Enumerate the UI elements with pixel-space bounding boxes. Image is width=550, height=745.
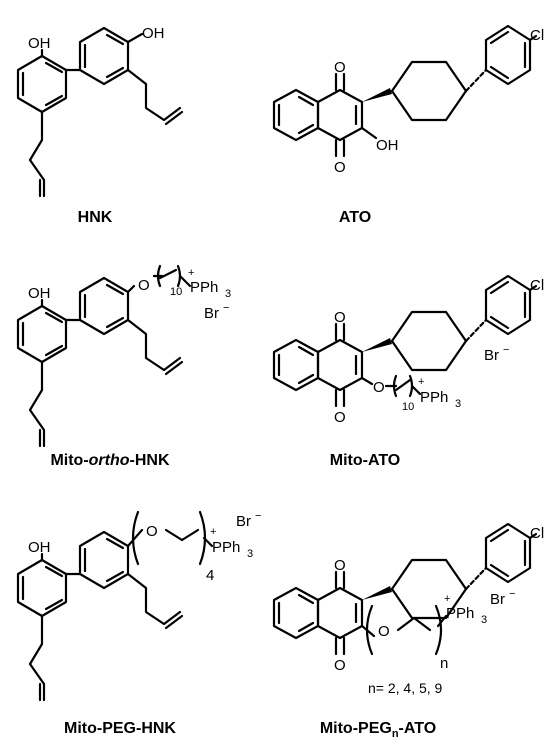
mito-pegn-ato-n-values: n= 2, 4, 5, 9 (368, 680, 443, 696)
mito-peg-hnk-pph-sub: 3 (247, 548, 253, 560)
mito-peg-hnk-br-charge: − (255, 510, 261, 522)
mito-ato-cl-label: Cl (530, 277, 544, 294)
mito-ato-o-1: O (334, 309, 346, 326)
mito-ato-n: 10 (402, 401, 414, 413)
caption-ato: ATO (339, 209, 371, 226)
mito-pegn-ato-o-3: O (378, 623, 390, 640)
mito-ato-o-3: O (373, 379, 385, 396)
hnk-oh-2: OH (142, 25, 165, 42)
mito-peg-hnk-oh: OH (28, 539, 51, 556)
mito-ortho-hnk-oh: OH (28, 285, 51, 302)
mito-ato-o-2: O (334, 409, 346, 426)
mito-ato-plus: + (418, 376, 424, 388)
structure-mito-ortho-hnk (16, 264, 192, 448)
mito-pegn-ato-o-1: O (334, 557, 346, 574)
hnk-oh-1: OH (28, 35, 51, 52)
mito-peg-hnk-plus: + (210, 526, 216, 538)
ato-oh: OH (376, 137, 399, 154)
mito-peg-hnk-pph: PPh (212, 539, 240, 556)
caption-mito-pegn-ato: Mito-PEGn-ATO (320, 720, 436, 740)
mito-pegn-ato-cl: Cl (530, 525, 544, 542)
mito-peg-hnk-n: 4 (206, 567, 214, 584)
caption-mito-ato: Mito-ATO (330, 452, 401, 469)
structure-mito-pegn-ato (272, 522, 538, 656)
structure-mito-ato (272, 274, 538, 408)
ato-o-2: O (334, 159, 346, 176)
mito-pegn-ato-pph-sub: 3 (481, 614, 487, 626)
structure-hnk (16, 26, 184, 198)
structure-mito-peg-hnk (16, 510, 214, 702)
mito-ato-br-charge: − (503, 344, 509, 356)
mito-peg-hnk-br: Br (236, 513, 251, 530)
caption-mito-ortho-hnk: Mito-ortho-HNK (50, 452, 170, 469)
mito-ortho-hnk-br-charge: − (223, 302, 229, 314)
mito-ato-br: Br (484, 347, 499, 364)
structure-ato (272, 24, 538, 158)
mito-ato-pph: PPh (420, 389, 448, 406)
mito-pegn-ato-plus: + (444, 593, 450, 605)
mito-ortho-hnk-plus: + (188, 267, 194, 279)
ato-cl: Cl (530, 27, 544, 44)
mito-pegn-ato-o-2: O (334, 657, 346, 674)
mito-pegn-ato-n: n (440, 655, 448, 672)
caption-mito-peg-hnk: Mito-PEG-HNK (64, 720, 176, 737)
mito-pegn-ato-br: Br (490, 591, 505, 608)
mito-ortho-hnk-n: 10 (170, 286, 182, 298)
mito-ortho-hnk-pph: PPh (190, 279, 218, 296)
mito-pegn-ato-br-charge: − (509, 588, 515, 600)
mito-ortho-hnk-br: Br (204, 305, 219, 322)
ato-o-1: O (334, 59, 346, 76)
mito-ortho-hnk-pph-sub: 3 (225, 288, 231, 300)
mito-pegn-ato-pph: PPh (446, 605, 474, 622)
mito-peg-hnk-o: O (146, 523, 158, 540)
mito-ato-pph-sub: 3 (455, 398, 461, 410)
caption-hnk: HNK (78, 209, 113, 226)
mito-ortho-hnk-o: O (138, 277, 150, 294)
